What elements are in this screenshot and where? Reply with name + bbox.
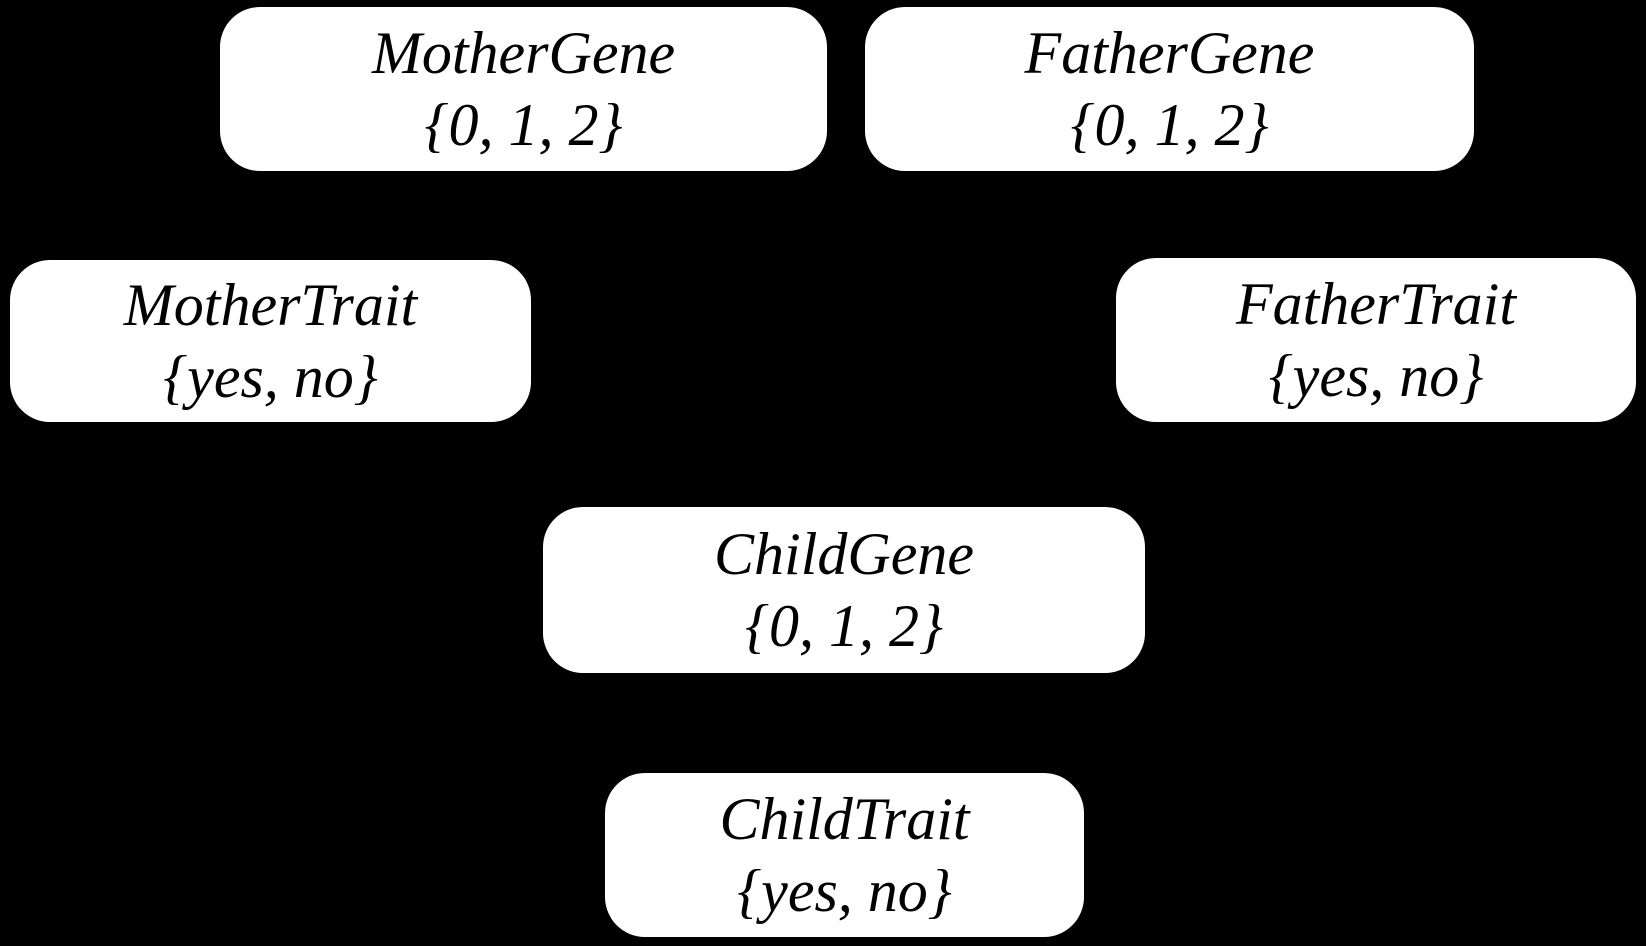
node-mother-trait: MotherTrait {yes, no} — [10, 260, 531, 422]
node-label: MotherGene — [371, 20, 676, 86]
node-domain: {yes, no} — [737, 858, 952, 924]
node-domain: {yes, no} — [163, 344, 378, 410]
node-domain: {yes, no} — [1268, 343, 1484, 409]
node-child-trait: ChildTrait {yes, no} — [605, 773, 1084, 937]
node-label: MotherTrait — [123, 272, 418, 338]
node-label: FatherTrait — [1235, 271, 1517, 337]
node-child-gene: ChildGene {0, 1, 2} — [543, 507, 1145, 673]
node-father-trait: FatherTrait {yes, no} — [1116, 258, 1636, 422]
node-domain: {0, 1, 2} — [745, 593, 943, 659]
node-label: FatherGene — [1024, 20, 1315, 86]
node-domain: {0, 1, 2} — [424, 92, 623, 158]
node-mother-gene: MotherGene {0, 1, 2} — [220, 7, 827, 171]
node-father-gene: FatherGene {0, 1, 2} — [865, 7, 1474, 171]
node-domain: {0, 1, 2} — [1070, 92, 1269, 158]
node-label: ChildGene — [714, 521, 974, 587]
node-label: ChildTrait — [719, 786, 970, 852]
